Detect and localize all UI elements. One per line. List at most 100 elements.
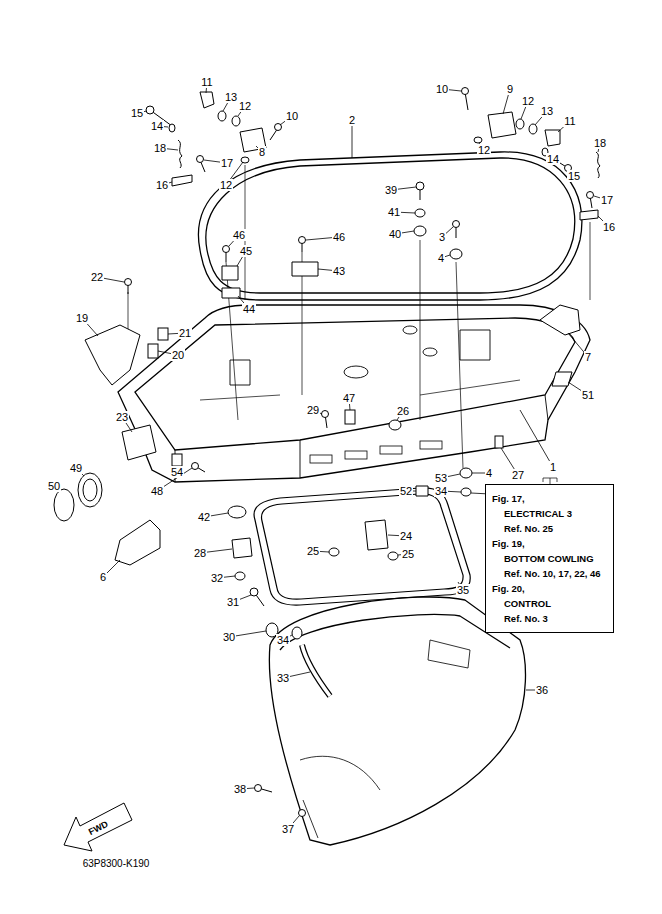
callout-number: 18 — [153, 142, 167, 154]
callout-number: 53 — [434, 472, 448, 484]
callout-number: 14 — [150, 120, 164, 132]
callout-number: 38 — [233, 783, 247, 795]
callout-number: 10 — [285, 110, 299, 122]
bottom-cowling-part — [403, 326, 417, 334]
callout-number: 6 — [99, 571, 107, 583]
callout-number: 42 — [197, 511, 211, 523]
callout-number: 3 — [438, 231, 446, 243]
small-parts-part — [389, 420, 401, 430]
small-parts-part — [495, 436, 503, 448]
small-parts-part — [292, 627, 302, 639]
small-parts-part — [329, 548, 339, 556]
leader-line — [54, 82, 609, 829]
assembly-lines-part — [128, 165, 590, 468]
callout-number: 50 — [47, 480, 61, 492]
callout-number: 44 — [242, 303, 256, 315]
small-parts-part — [172, 454, 182, 466]
callout-number: 23 — [115, 411, 129, 423]
callout-number: 14 — [546, 153, 560, 165]
small-parts-part — [228, 506, 246, 518]
lower-cowling-part — [300, 756, 380, 790]
callout-number: 52 — [399, 485, 413, 497]
lower-cowling — [269, 597, 525, 845]
small-parts-part — [78, 473, 102, 507]
small-parts-part — [545, 130, 560, 146]
callout-number: 10 — [435, 83, 449, 95]
small-parts-part — [197, 156, 204, 163]
small-parts-part — [453, 221, 460, 228]
note-box: Fig. 17,ELECTRICAL 3Ref. No. 25Fig. 19,B… — [485, 484, 614, 633]
small-parts-part — [580, 210, 598, 220]
callout-number: 43 — [332, 265, 346, 277]
small-parts-part — [388, 552, 398, 560]
small-parts-part — [222, 266, 238, 280]
callout-number: 13 — [540, 105, 554, 117]
small-parts-part — [302, 645, 330, 696]
small-parts-part — [223, 246, 230, 253]
small-parts-part — [516, 119, 524, 129]
small-parts — [54, 88, 600, 817]
callout-number: 36 — [535, 684, 549, 696]
small-parts-part — [222, 288, 240, 298]
callout-number: 27 — [511, 469, 525, 481]
small-parts-part — [587, 192, 594, 199]
small-parts-part — [322, 411, 329, 418]
bottom-cowling-part — [423, 348, 437, 356]
small-parts-part — [596, 152, 600, 178]
small-parts-part — [169, 124, 175, 132]
note-text: Fig. 17, — [492, 491, 605, 506]
small-parts-part — [54, 489, 74, 521]
assembly-lines — [128, 165, 590, 484]
forward-arrow — [64, 803, 132, 851]
bottom-cowling-part — [118, 305, 590, 482]
cowling-seal-part — [254, 488, 470, 605]
bottom-cowling-part — [310, 455, 332, 463]
callout-number: 41 — [387, 206, 401, 218]
note-text: BOTTOM COWLING — [492, 551, 605, 566]
callout-number: 54 — [170, 466, 184, 478]
lower-cowling-part — [280, 614, 510, 650]
small-parts-part — [85, 325, 140, 385]
cowling-seal-part — [262, 494, 464, 599]
small-parts-part — [125, 279, 132, 286]
small-parts-part — [416, 486, 428, 496]
callout-number: 37 — [281, 823, 295, 835]
note-text: Ref. No. 3 — [492, 611, 605, 626]
small-parts-part — [148, 344, 158, 358]
callout-number: 21 — [178, 327, 192, 339]
callout-number: 19 — [75, 312, 89, 324]
small-parts-part — [345, 410, 355, 424]
small-parts-part — [232, 538, 252, 558]
small-parts-part — [414, 226, 426, 236]
callout-number: 25 — [306, 545, 320, 557]
bottom-cowling-part — [380, 446, 402, 454]
callout-number: 12 — [477, 144, 491, 156]
callout-number: 4 — [485, 467, 493, 479]
note-text: CONTROL — [492, 596, 605, 611]
small-parts-part — [302, 645, 330, 696]
small-parts-part — [255, 785, 262, 792]
cowling-seal — [254, 488, 470, 605]
note-text: ELECTRICAL 3 — [492, 506, 605, 521]
leader-line-part — [520, 410, 553, 467]
small-parts-part — [450, 249, 462, 259]
small-parts-part — [488, 112, 516, 138]
callout-number: 9 — [506, 83, 514, 95]
callout-number: 7 — [584, 351, 592, 363]
callout-number: 45 — [239, 245, 253, 257]
lower-cowling-part — [269, 597, 525, 845]
small-parts-part — [232, 116, 240, 126]
callout-number: 46 — [232, 229, 246, 241]
callout-number: 29 — [306, 404, 320, 416]
callout-number: 35 — [456, 584, 470, 596]
callout-number: 12 — [238, 100, 252, 112]
bottom-cowling-part — [345, 451, 367, 459]
bottom-cowling-part — [135, 318, 575, 450]
note-text: Ref. No. 25 — [492, 521, 605, 536]
small-parts-part — [250, 588, 258, 596]
callout-number: 12 — [521, 95, 535, 107]
callout-number: 30 — [222, 631, 236, 643]
small-parts-part — [83, 479, 97, 501]
bottom-cowling-part — [230, 330, 490, 385]
bottom-cowling-part — [175, 395, 548, 482]
